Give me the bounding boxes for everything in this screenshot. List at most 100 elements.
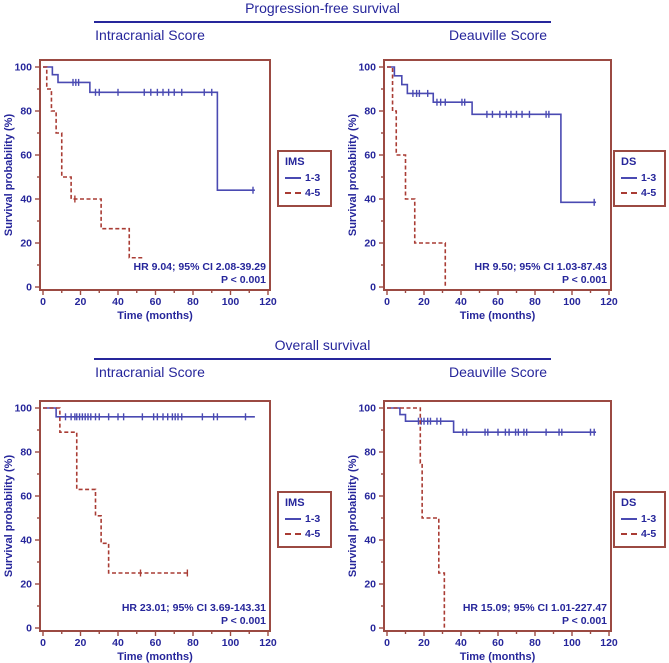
y-tick-label: 0 xyxy=(370,623,376,635)
y-tick-label: 100 xyxy=(14,62,32,74)
section-underline-pfs xyxy=(94,21,551,23)
y-tick-label: 80 xyxy=(364,447,376,459)
legend-item: 1-3 xyxy=(621,170,664,185)
y-tick-label: 40 xyxy=(364,194,376,206)
y-axis-label: Survival probability (%) xyxy=(3,114,15,237)
solid-line-swatch xyxy=(285,517,301,520)
y-tick-label: 100 xyxy=(358,62,376,74)
hr-annotation: HR 15.09; 95% CI 1.01-227.47 xyxy=(463,602,607,614)
dashed-line-swatch xyxy=(285,532,301,535)
y-tick-label: 20 xyxy=(20,238,32,250)
y-tick-label: 60 xyxy=(364,150,376,162)
legend-item: 4-5 xyxy=(621,185,664,200)
legend-title: DS xyxy=(621,497,637,509)
km-curve-4-5 xyxy=(43,407,190,574)
x-tick-label: 80 xyxy=(529,296,541,308)
x-tick-label: 120 xyxy=(259,296,277,308)
panel-title-pfs-deauville: Deauville Score xyxy=(448,27,548,43)
legend-box: DS 1-3 4-5 xyxy=(613,150,666,207)
section-underline-os xyxy=(94,358,551,360)
solid-line-swatch xyxy=(621,517,637,520)
x-tick-label: 0 xyxy=(40,637,46,649)
y-tick-label: 40 xyxy=(364,535,376,547)
x-tick-label: 80 xyxy=(187,637,199,649)
legend-label: 1-3 xyxy=(305,512,321,525)
y-tick-label: 80 xyxy=(364,106,376,118)
panel-title-os-intracranial: Intracranial Score xyxy=(95,364,205,380)
dashed-line-swatch xyxy=(285,191,301,194)
y-axis-label: Survival probability (%) xyxy=(3,455,15,578)
hr-annotation: HR 9.04; 95% CI 2.08-39.29 xyxy=(134,261,267,273)
km-curve-4-5 xyxy=(43,66,143,259)
km-curve-4-5 xyxy=(387,407,447,629)
legend-box: IMS 1-3 4-5 xyxy=(277,491,332,548)
x-tick-label: 60 xyxy=(150,637,162,649)
x-tick-label: 20 xyxy=(418,296,430,308)
y-tick-label: 60 xyxy=(20,150,32,162)
legend-box: IMS 1-3 4-5 xyxy=(277,150,332,207)
x-tick-label: 120 xyxy=(600,637,618,649)
plot-frame xyxy=(383,59,612,291)
x-axis-label: Time (months) xyxy=(460,310,536,322)
y-tick-label: 60 xyxy=(364,491,376,503)
x-tick-label: 100 xyxy=(222,296,240,308)
x-tick-label: 120 xyxy=(259,637,277,649)
legend-label: 1-3 xyxy=(305,171,321,184)
legend-label: 4-5 xyxy=(305,527,321,540)
solid-line-swatch xyxy=(621,176,637,179)
km-curve-1-3 xyxy=(387,66,597,204)
x-tick-label: 20 xyxy=(75,637,87,649)
legend-item: 1-3 xyxy=(285,511,330,526)
x-tick-label: 60 xyxy=(492,637,504,649)
p-value-annotation: P < 0.001 xyxy=(221,274,266,286)
y-tick-label: 0 xyxy=(370,282,376,294)
p-value-annotation: P < 0.001 xyxy=(562,274,607,286)
km-curve-4-5 xyxy=(387,66,447,288)
x-axis-label: Time (months) xyxy=(117,651,193,663)
y-tick-label: 80 xyxy=(20,447,32,459)
legend-title: DS xyxy=(621,156,637,168)
x-axis-label: Time (months) xyxy=(117,310,193,322)
y-axis-label: Survival probability (%) xyxy=(347,455,359,578)
x-tick-label: 0 xyxy=(384,296,390,308)
y-tick-label: 40 xyxy=(20,194,32,206)
y-tick-label: 100 xyxy=(14,403,32,415)
x-tick-label: 40 xyxy=(455,296,467,308)
legend-title: IMS xyxy=(285,156,305,168)
panel-title-pfs-intracranial: Intracranial Score xyxy=(95,27,205,43)
legend-label: 4-5 xyxy=(641,527,657,540)
x-tick-label: 100 xyxy=(563,296,581,308)
y-tick-label: 100 xyxy=(358,403,376,415)
km-curve-1-3 xyxy=(387,407,597,433)
x-tick-label: 80 xyxy=(529,637,541,649)
y-axis-label: Survival probability (%) xyxy=(347,114,359,237)
dashed-line-swatch xyxy=(621,532,637,535)
x-tick-label: 20 xyxy=(75,296,87,308)
hr-annotation: HR 9.50; 95% CI 1.03-87.43 xyxy=(475,261,608,273)
dashed-line-swatch xyxy=(621,191,637,194)
y-tick-label: 0 xyxy=(26,623,32,635)
section-title-os: Overall survival xyxy=(274,337,371,353)
x-tick-label: 100 xyxy=(563,637,581,649)
legend-item: 4-5 xyxy=(621,526,664,541)
legend-label: 4-5 xyxy=(305,186,321,199)
x-tick-label: 0 xyxy=(40,296,46,308)
panel-title-os-deauville: Deauville Score xyxy=(448,364,548,380)
solid-line-swatch xyxy=(285,176,301,179)
section-title-pfs: Progression-free survival xyxy=(245,0,400,16)
legend-item: 1-3 xyxy=(621,511,664,526)
x-tick-label: 40 xyxy=(112,296,124,308)
y-tick-label: 60 xyxy=(20,491,32,503)
x-tick-label: 40 xyxy=(455,637,467,649)
plot-frame xyxy=(39,59,271,291)
x-tick-label: 0 xyxy=(384,637,390,649)
x-axis-label: Time (months) xyxy=(460,651,536,663)
x-tick-label: 120 xyxy=(600,296,618,308)
p-value-annotation: P < 0.001 xyxy=(562,615,607,627)
